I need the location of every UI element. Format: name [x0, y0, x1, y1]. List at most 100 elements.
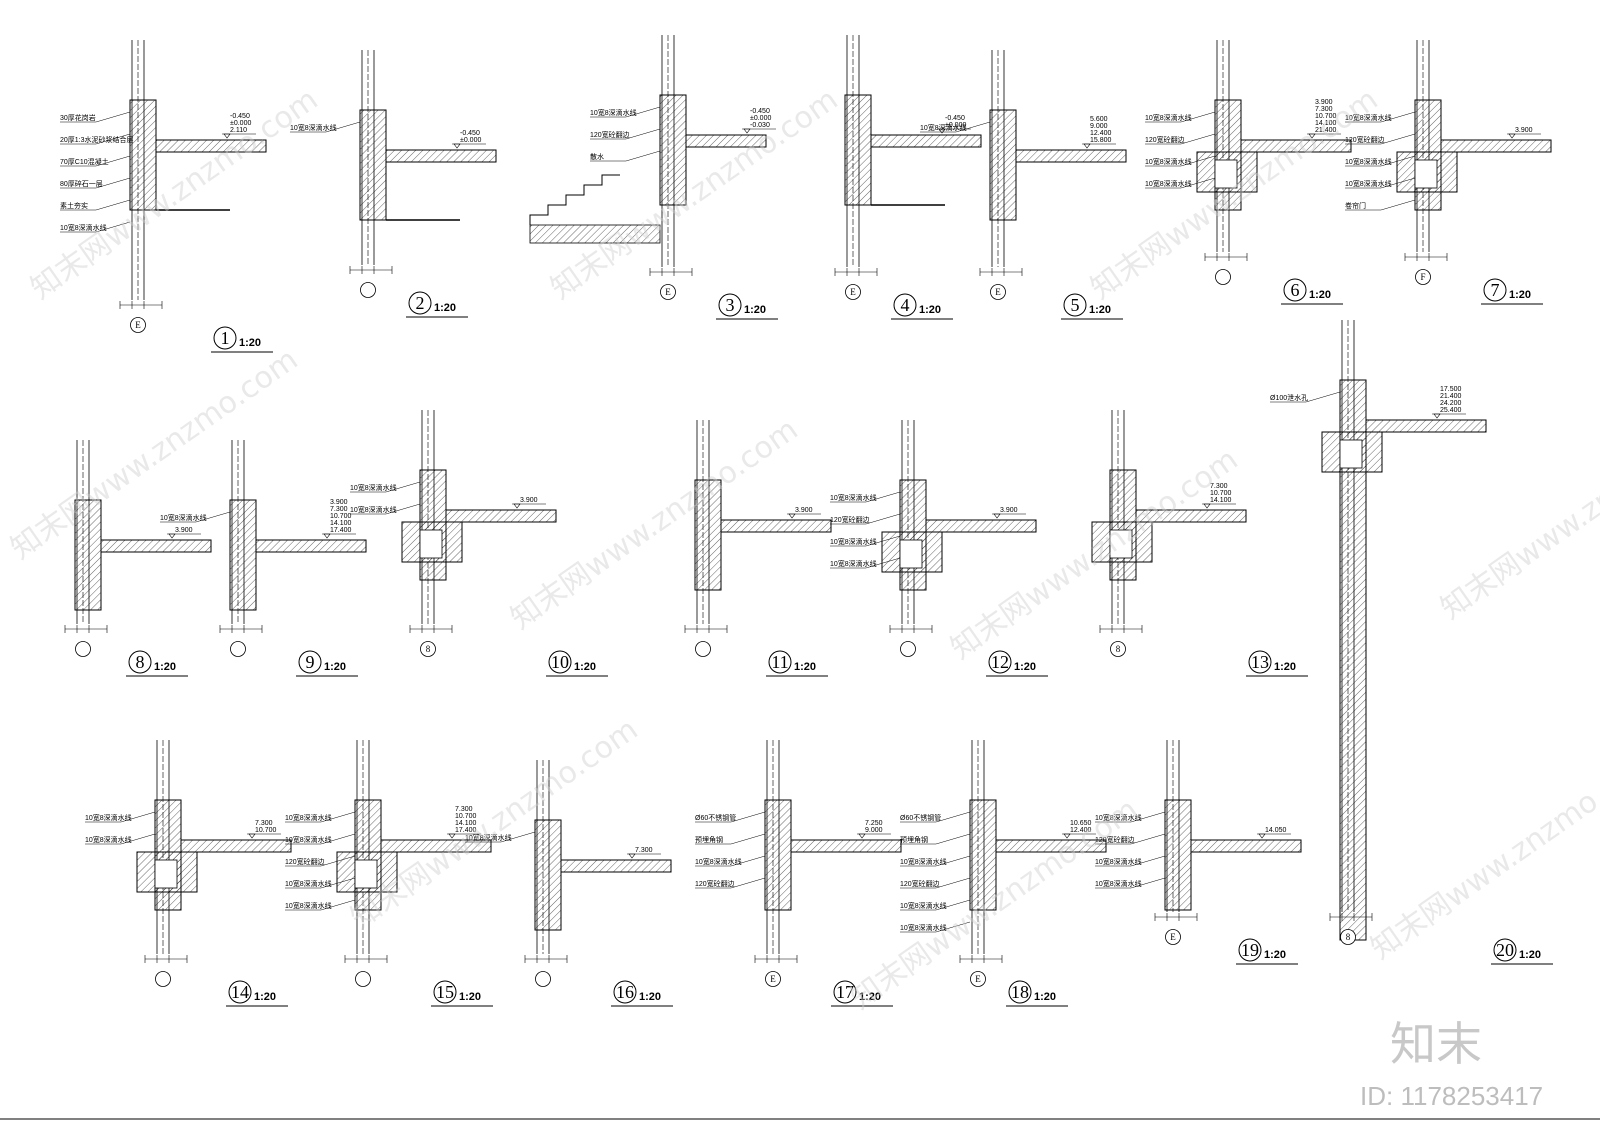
detail-number-bubble [433, 980, 457, 1004]
note-leader [320, 899, 356, 911]
level-text: 3.900 [520, 497, 538, 504]
slab-section [685, 134, 767, 148]
details-layer: 2.110±0.000-0.45030厚花岗岩20厚1:3水泥砂浆结合层70厚C… [60, 35, 1553, 1007]
note-text: 20厚1:3水泥砂浆结合层 [60, 135, 134, 144]
detail-scale: 1:20 [324, 661, 346, 673]
detail-18: 12.40010.650Ø60不锈钢管预埋角钢10宽8深滴水线120宽砼翻边10… [900, 740, 1107, 1007]
note-leader [1180, 177, 1216, 189]
detail-number: 20 [1496, 940, 1514, 960]
level-text: 9.000 [1090, 123, 1108, 130]
axis-label: E [665, 287, 671, 297]
note-text: 10宽8深滴水线 [285, 879, 332, 888]
note-leader [935, 855, 971, 867]
note-text: 10宽8深滴水线 [285, 813, 332, 822]
level-text: ±0.000 [460, 137, 481, 144]
detail-scale: 1:20 [1274, 661, 1296, 673]
note-text: 10宽8深滴水线 [1095, 813, 1142, 822]
detail-number: 10 [551, 652, 569, 672]
slab-section [1240, 139, 1352, 153]
axis-bubble [845, 284, 861, 300]
note-leader [935, 877, 971, 889]
slab-section [1440, 139, 1552, 153]
detail-scale: 1:20 [1014, 661, 1036, 673]
detail-number-bubble [1283, 278, 1307, 302]
concrete-section [534, 819, 562, 931]
level-text: 14.050 [1265, 827, 1287, 834]
level-text: -0.450 [750, 108, 770, 115]
detail-scale: 1:20 [1264, 949, 1286, 961]
detail-7: 3.90010宽8深滴水线120宽砼翻边10宽8深滴水线10宽8深滴水线卷帘门F… [1345, 40, 1552, 305]
note-leader [1380, 177, 1416, 189]
slab-section [1190, 839, 1302, 853]
axis-label: F [1420, 272, 1425, 282]
stair-steps [529, 174, 620, 225]
detail-number: 3 [726, 295, 735, 315]
note-text: 10宽8深滴水线 [350, 483, 397, 492]
brand-logo: 知末 [1390, 1017, 1482, 1071]
note-leader [865, 513, 901, 525]
note-text: Ø100泄水孔 [1270, 393, 1308, 402]
detail-scale: 1:20 [1509, 289, 1531, 301]
note-text: 10宽8深滴水线 [920, 123, 967, 132]
note-text: 10宽8深滴水线 [830, 493, 877, 502]
level-text: 14.100 [1210, 497, 1232, 504]
note-leader [1380, 111, 1416, 123]
detail-scale: 1:20 [1089, 304, 1111, 316]
detail-number-bubble [228, 980, 252, 1004]
note-leader [1130, 833, 1166, 845]
axis-bubble [230, 641, 246, 657]
level-text: 10.700 [255, 827, 277, 834]
level-text: 7.300 [1315, 106, 1333, 113]
detail-scale: 1:20 [1519, 949, 1541, 961]
level-text: 7.300 [330, 506, 348, 513]
note-text: 10宽8深滴水线 [1345, 157, 1392, 166]
axis-bubble [970, 971, 986, 987]
detail-number: 7 [1491, 280, 1500, 300]
detail-number-bubble [1493, 938, 1517, 962]
detail-scale: 1:20 [434, 302, 456, 314]
axis-bubble [1215, 269, 1231, 285]
concrete-section [989, 109, 1017, 221]
axis-label: E [975, 974, 981, 984]
note-text: 30厚花岗岩 [60, 113, 96, 122]
slab-section [560, 859, 672, 873]
note-text: 10宽8深滴水线 [590, 108, 637, 117]
note-text: 10宽8深滴水线 [695, 857, 742, 866]
detail-number-bubble [298, 650, 322, 674]
note-text: 80厚碎石一层 [60, 179, 103, 188]
axis-bubble [695, 641, 711, 657]
level-text: 7.300 [635, 847, 653, 854]
note-text: 10宽8深滴水线 [900, 857, 947, 866]
slab-section [925, 519, 1037, 533]
detail-6: 21.40014.10010.7007.3003.90010宽8深滴水线120宽… [1145, 40, 1352, 305]
detail-number: 17 [836, 982, 854, 1002]
concrete-section [129, 99, 157, 211]
axis-label: E [850, 287, 856, 297]
beam-void [1214, 159, 1238, 189]
concrete-section [764, 799, 792, 911]
note-leader [95, 199, 131, 211]
note-text: 10宽8深滴水线 [290, 123, 337, 132]
level-text: 25.400 [1440, 407, 1462, 414]
note-leader [1305, 391, 1341, 403]
level-text: 3.900 [1315, 99, 1333, 106]
note-text: 10宽8深滴水线 [1345, 179, 1392, 188]
detail-scale: 1:20 [1309, 289, 1331, 301]
axis-bubble [360, 282, 376, 298]
note-leader [935, 833, 971, 845]
note-leader [730, 833, 766, 845]
detail-number-bubble [988, 650, 1012, 674]
level-text: -0.030 [750, 122, 770, 129]
beam-void [1109, 529, 1133, 559]
note-leader [730, 877, 766, 889]
detail-scale: 1:20 [459, 991, 481, 1003]
axis-bubble [130, 317, 146, 333]
note-text: 散水 [590, 152, 604, 161]
level-text: 3.900 [175, 527, 193, 534]
note-leader [1380, 199, 1416, 211]
detail-number: 11 [771, 652, 788, 672]
